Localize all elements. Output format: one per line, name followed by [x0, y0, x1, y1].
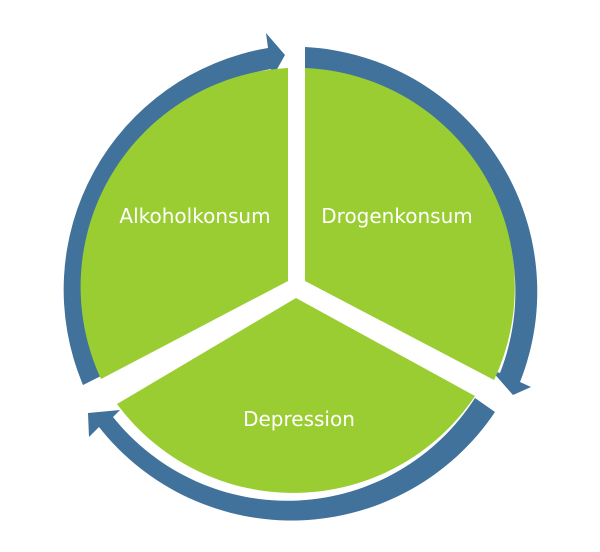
cycle-arrow-2	[88, 398, 495, 521]
cycle-arrow-1	[305, 47, 538, 395]
segment-label-depression: Depression	[243, 407, 355, 431]
segment-alkoholkonsum	[80, 68, 288, 379]
segment-label-drogenkonsum: Drogenkonsum	[321, 204, 472, 228]
segment-label-alkoholkonsum: Alkoholkonsum	[119, 204, 270, 228]
cycle-arrow-3	[63, 33, 285, 385]
segment-drogenkonsum	[305, 68, 515, 380]
segment-depression	[117, 298, 475, 493]
